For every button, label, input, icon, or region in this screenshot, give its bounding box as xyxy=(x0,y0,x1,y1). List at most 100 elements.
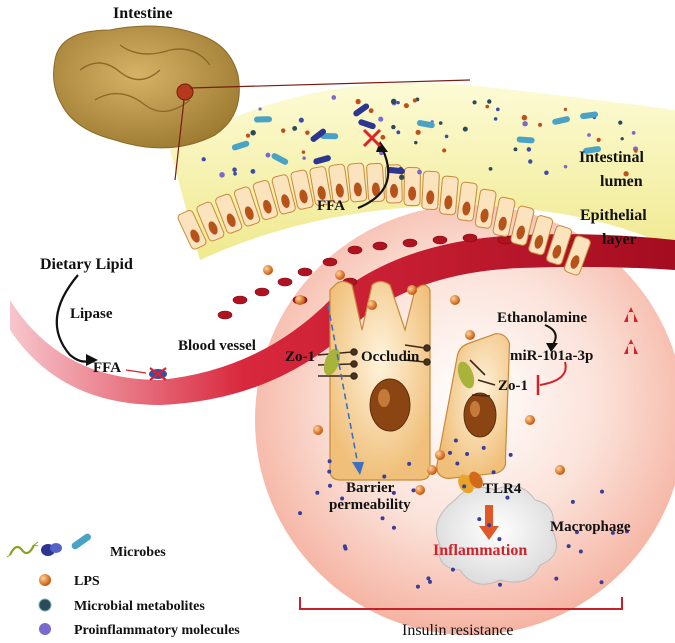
lumen-microbe xyxy=(320,133,339,140)
lumen-particle xyxy=(219,172,225,178)
barrier-permeability-label-line2: permeability xyxy=(329,497,411,513)
proinflammatory-particle xyxy=(407,461,412,466)
lumen-particle xyxy=(634,149,638,153)
ffa-epithelium-blocked-mark xyxy=(362,128,382,148)
lumen-particle xyxy=(265,152,271,158)
proinflammatory-particle xyxy=(570,499,575,504)
proinflammatory-particle xyxy=(382,474,387,479)
proinflammatory-particle xyxy=(315,490,320,495)
intestine-illustration xyxy=(53,25,471,181)
epithelial-cell xyxy=(474,188,497,229)
proinflammatory-particle xyxy=(574,530,579,535)
lumen-particle xyxy=(444,134,449,139)
lps-particle xyxy=(407,285,417,295)
lumen-particle xyxy=(280,128,286,133)
blood-vessel-label: Blood vessel xyxy=(178,338,256,354)
ffa-epithelium-label: FFA xyxy=(317,198,345,214)
macrophage-label: Macrophage xyxy=(550,519,631,535)
legend-label-microbial-metabolites: Microbial metabolites xyxy=(74,599,205,614)
occludin-label: Occludin xyxy=(361,349,420,365)
proinflammatory-particle xyxy=(298,511,303,516)
proinflammatory-particle xyxy=(455,461,460,466)
lumen-particle xyxy=(250,169,256,174)
intestine-label: Intestine xyxy=(113,5,173,22)
lumen-particle xyxy=(618,120,623,125)
proinflammatory-particle xyxy=(380,516,385,521)
lps-particle xyxy=(335,270,345,280)
lumen-particle xyxy=(496,107,500,112)
lumen-microbe xyxy=(416,120,435,129)
lumen-particle xyxy=(302,156,306,160)
tissue-particles xyxy=(263,265,629,589)
lumen-particle xyxy=(563,107,568,111)
lumen-particle xyxy=(631,131,636,135)
proinflammatory-particle xyxy=(497,537,502,542)
lumen-microbe xyxy=(271,153,289,165)
epithelial-cell xyxy=(215,193,243,234)
proinflammatory-molecule-icon xyxy=(39,623,51,635)
proinflammatory-particle xyxy=(554,576,559,581)
lumen-particle xyxy=(390,98,397,105)
lumen-particle xyxy=(396,130,401,135)
ffa-blocked-mark xyxy=(149,367,167,381)
dietary-lipid-label: Dietary Lipid xyxy=(40,256,133,273)
lumen-particle xyxy=(487,99,492,104)
epithelial-cell xyxy=(271,174,296,215)
lumen-particle xyxy=(380,134,386,140)
proinflammatory-particle xyxy=(487,523,492,528)
intestinal-lumen-label-line2: lumen xyxy=(600,173,643,190)
lumen-particle xyxy=(396,101,400,105)
lipase-arrowhead xyxy=(86,354,98,366)
lumen-particle xyxy=(298,117,304,123)
zo1-left-label: Zo-1 xyxy=(285,349,315,365)
legend-label-microbes: Microbes xyxy=(110,545,166,560)
insulin-resistance-bracket xyxy=(299,597,623,610)
lumen-particle xyxy=(414,140,418,145)
ffa-blood-label: FFA xyxy=(93,360,121,376)
lps-particle xyxy=(415,485,425,495)
epithelial-cell xyxy=(421,170,440,211)
lumen-particle xyxy=(522,120,528,127)
lumen-microbe xyxy=(231,140,250,151)
epithelial-layer-label-line1: Epithelial xyxy=(580,207,647,224)
lumen-particle xyxy=(526,147,532,152)
inflammation-label: Inflammation xyxy=(433,542,527,559)
epithelial-cell xyxy=(439,175,459,216)
proinflammatory-particle xyxy=(411,488,416,493)
epithelial-cell xyxy=(492,196,516,237)
lumen-particle xyxy=(485,104,490,109)
lumen-particle xyxy=(301,150,306,154)
inflammation-arrow-head xyxy=(479,526,499,540)
epithelial-cell xyxy=(347,162,368,203)
proinflammatory-particle xyxy=(465,451,470,456)
proinflammatory-particle xyxy=(391,490,396,495)
lumen-microbe xyxy=(552,116,570,125)
lumen-contents xyxy=(200,94,639,180)
lumen-microbe xyxy=(254,116,273,123)
proinflammatory-particle xyxy=(450,567,455,572)
lumen-particle xyxy=(245,133,251,138)
lumen-particle xyxy=(472,100,477,105)
proinflammatory-particle xyxy=(481,445,486,450)
lumen-microbe xyxy=(358,119,376,130)
proinflammatory-particle xyxy=(498,582,503,587)
zo1-right-label: Zo-1 xyxy=(498,378,528,394)
proinflammatory-particle xyxy=(328,483,333,488)
ffa-blood-arrow xyxy=(125,369,147,374)
lipase-arrow xyxy=(55,274,93,363)
lumen-particle xyxy=(438,121,443,125)
lps-particle xyxy=(435,450,445,460)
lumen-particle xyxy=(415,129,421,135)
proinflammatory-particle xyxy=(462,484,467,489)
epithelial-cell xyxy=(309,166,332,207)
lumen-particle xyxy=(250,130,256,136)
lumen-particle xyxy=(620,137,624,141)
proinflammatory-particle xyxy=(600,489,605,494)
lumen-particle xyxy=(563,164,568,169)
lumen-particle xyxy=(544,170,549,176)
lumen-particle xyxy=(528,159,533,164)
proinflammatory-particle xyxy=(427,579,432,584)
mir-inhibits-zo1 xyxy=(539,361,567,386)
lumen-particle xyxy=(201,157,206,162)
permeability-arrow xyxy=(327,304,359,466)
